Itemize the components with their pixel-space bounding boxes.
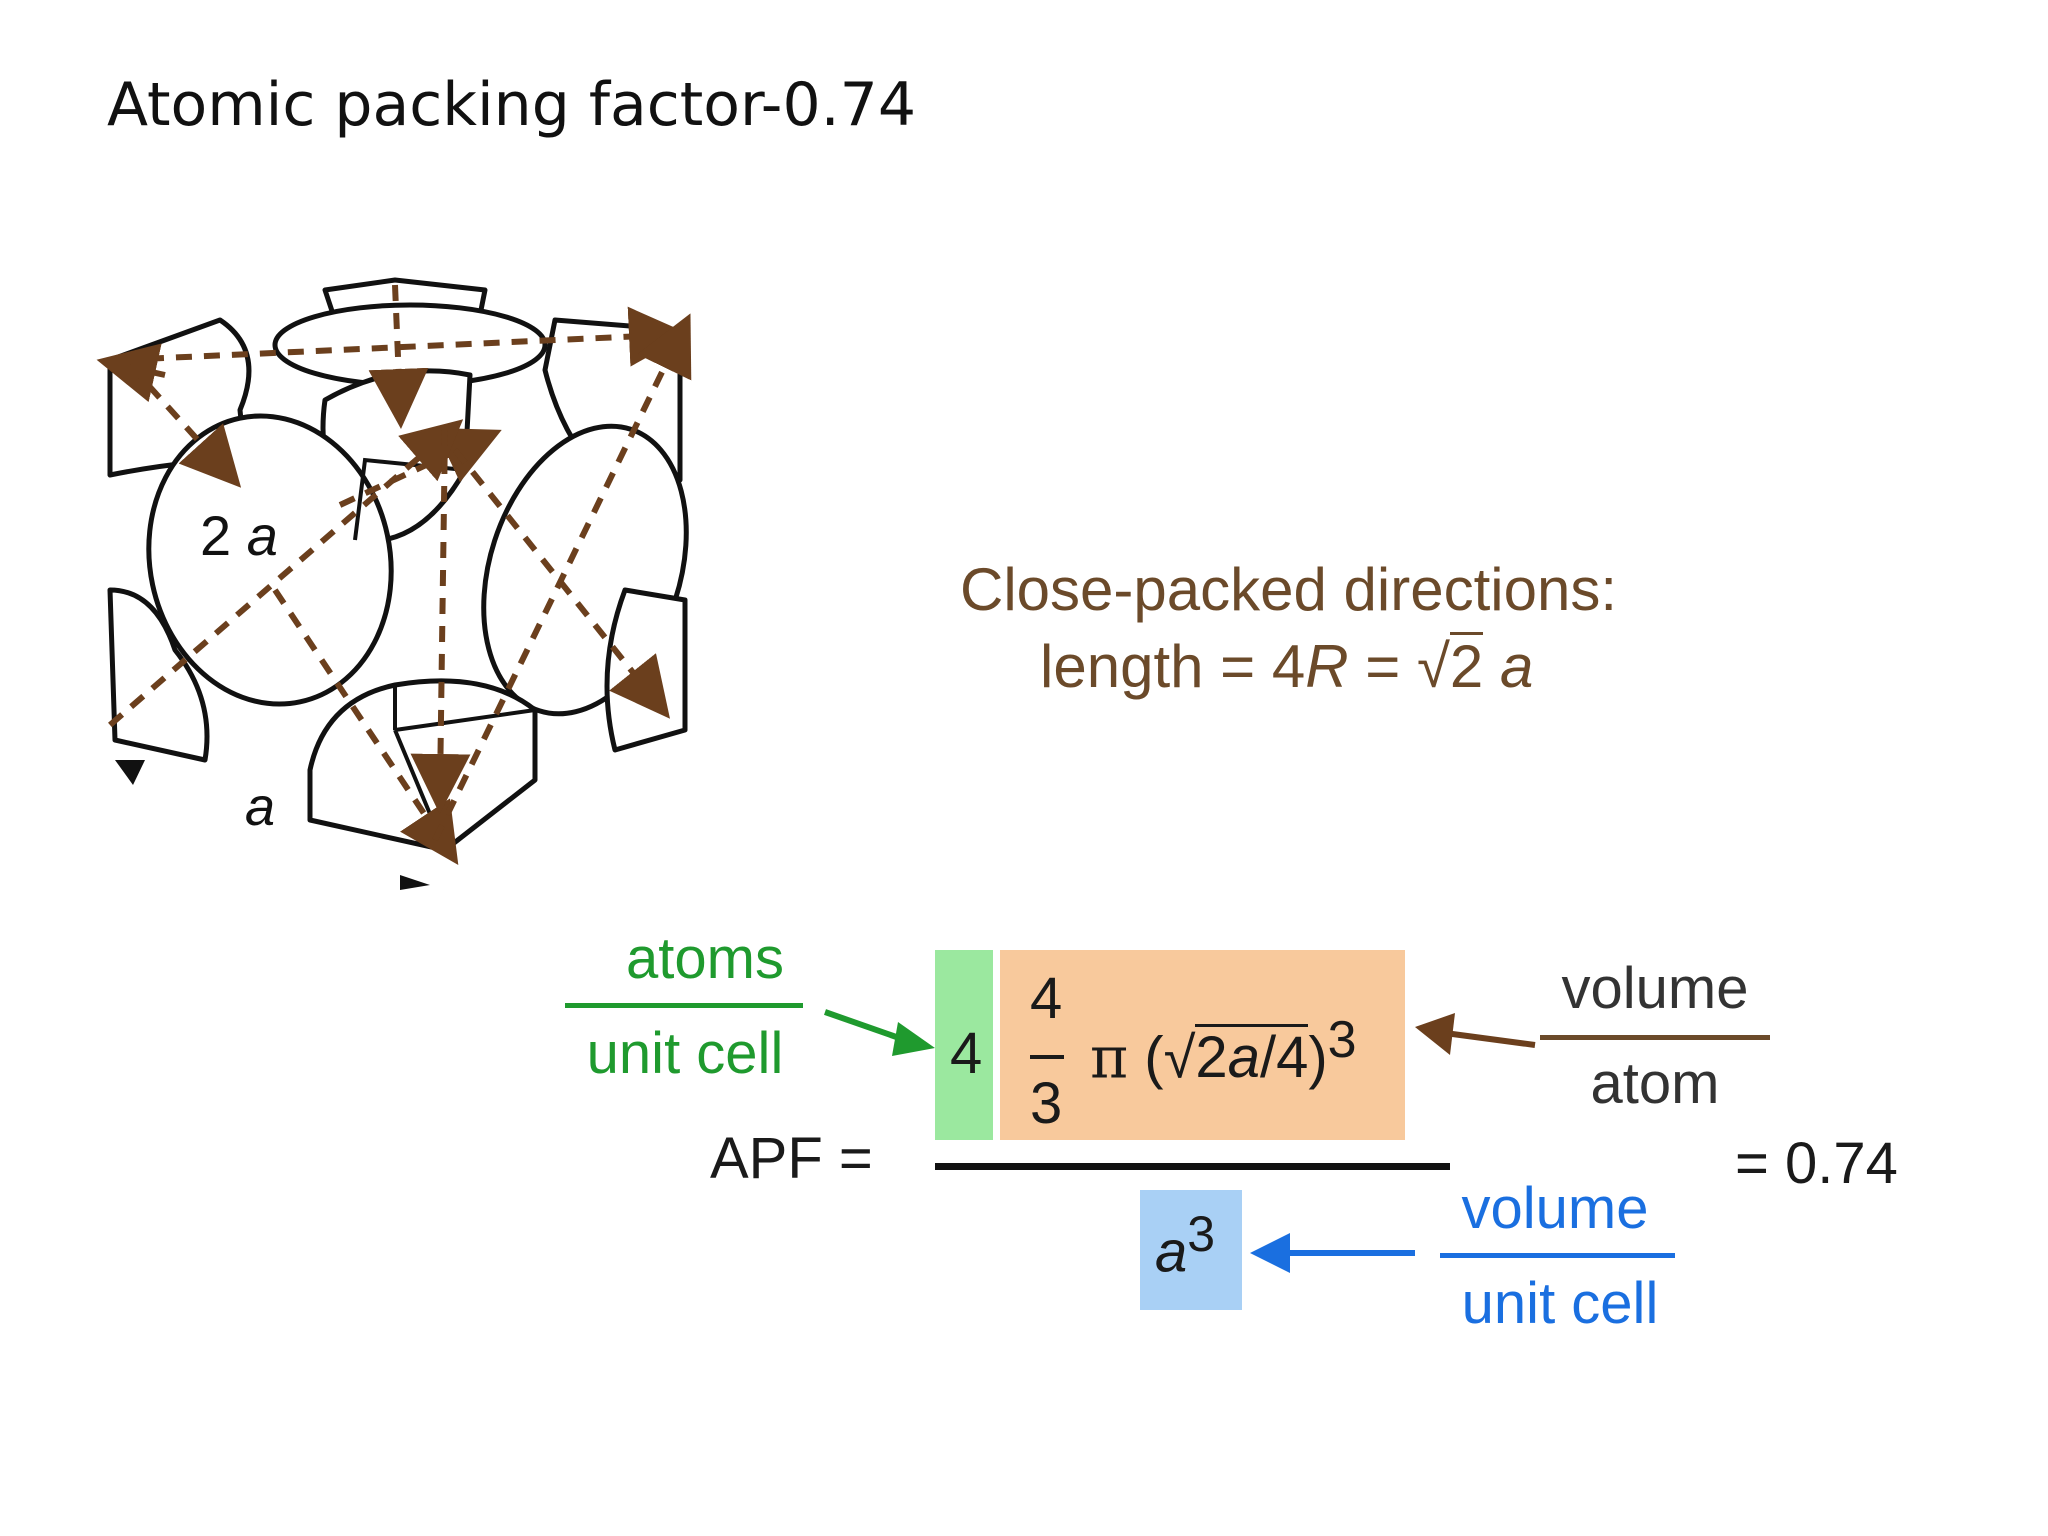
cp-direction-arrow xyxy=(432,313,692,842)
close-packed-length: length = 4R = √2 a xyxy=(1040,632,1534,700)
apf-lhs: APF = xyxy=(710,1126,873,1191)
cp-direction-arrow xyxy=(119,306,689,367)
atom-bottom-left-corner xyxy=(107,587,210,763)
atom-volume-box xyxy=(1000,950,1405,1140)
cell-volume-box xyxy=(1140,1190,1242,1310)
cp-direction-arrow xyxy=(410,429,471,814)
frac-numerator: 4 xyxy=(1030,966,1063,1031)
volume-per-atom-bar xyxy=(1540,1035,1770,1040)
edge-marker-left xyxy=(115,760,145,785)
blue-arrow xyxy=(1250,1233,1415,1273)
volume-per-cell-top: volume xyxy=(1461,1176,1649,1241)
volume-per-cell-bottom: unit cell xyxy=(1461,1271,1659,1336)
atoms-label: atoms xyxy=(626,926,784,991)
apf-fraction-bar xyxy=(935,1163,1450,1170)
atom-left-face-center xyxy=(146,413,394,707)
atom-bottom-right-corner xyxy=(604,587,688,753)
cp-direction-arrow xyxy=(108,419,464,728)
cell-volume-expression: a3 xyxy=(1155,1206,1216,1285)
apf-result: = 0.74 xyxy=(1735,1131,1898,1196)
fcc-unit-cell-figure: 2 a a xyxy=(96,277,692,890)
diagonal-length-label: 2 a xyxy=(200,504,278,567)
atom-volume-expression: π (√2a/4)3 xyxy=(1090,1011,1357,1092)
edge-length-label: a xyxy=(245,777,275,837)
cp-direction-arrow xyxy=(368,284,429,429)
cp-direction-arrow xyxy=(452,448,670,719)
close-packed-heading: Close-packed directions: xyxy=(960,556,1617,623)
volume-per-cell-bar xyxy=(1440,1253,1675,1258)
volume-per-atom-top: volume xyxy=(1561,956,1749,1021)
frac-denominator: 3 xyxy=(1030,1071,1063,1136)
atoms-count: 4 xyxy=(950,1021,983,1086)
atoms-fraction-bar xyxy=(565,1003,803,1008)
slide-title: Atomic packing factor-0.74 xyxy=(107,70,917,140)
edge-marker-right xyxy=(400,875,430,890)
green-arrow xyxy=(824,1009,935,1056)
cp-direction-arrow xyxy=(127,362,242,488)
volume-per-atom-bottom: atom xyxy=(1590,1051,1720,1116)
atoms-unit-cell-label: unit cell xyxy=(586,1021,784,1086)
brown-arrow xyxy=(1415,1013,1536,1055)
cp-direction-arrow xyxy=(96,343,166,403)
frac-bar xyxy=(1030,1055,1064,1059)
atoms-count-box xyxy=(935,950,993,1140)
